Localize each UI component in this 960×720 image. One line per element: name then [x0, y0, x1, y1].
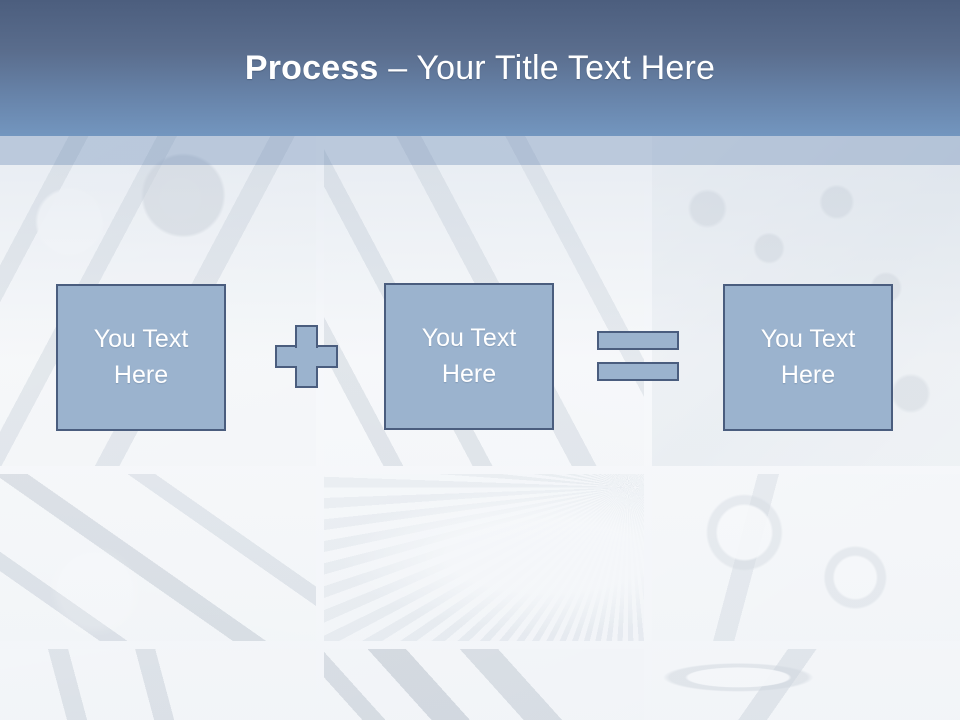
collage-divider-horizontal-lower — [0, 641, 960, 649]
process-step-1-line1: You Text — [93, 325, 189, 353]
process-step-2-line1: You Text — [421, 324, 517, 352]
collage-divider-vertical-left — [316, 136, 324, 720]
tile-photo — [0, 474, 316, 641]
equals-icon — [597, 331, 679, 381]
equals-icon-top-bar — [597, 331, 679, 350]
process-step-1-line2: Here — [113, 360, 169, 389]
plus-icon — [275, 325, 338, 388]
page-title-rest: – Your Title Text Here — [378, 48, 716, 87]
collage-divider-horizontal-upper — [0, 466, 960, 474]
collage-tile-pipe-sheet — [0, 649, 316, 720]
collage-tile-drillbit-washers — [652, 474, 960, 641]
tile-photo — [324, 474, 644, 641]
tile-photo — [652, 474, 960, 641]
page-title: Process – Your Title Text Here — [245, 49, 715, 88]
equals-icon-bottom-bar — [597, 362, 679, 381]
collage-tile-caliper-block — [324, 649, 644, 720]
tile-photo — [0, 649, 316, 720]
collage-divider-vertical-right — [644, 136, 652, 720]
tile-photo — [324, 649, 644, 720]
slide-header: Process – Your Title Text Here — [0, 0, 960, 136]
tile-photo — [652, 649, 960, 720]
page-title-bold: Process — [244, 48, 379, 87]
plus-icon-center-fill — [295, 347, 318, 366]
collage-tile-brushed-metal — [324, 474, 644, 641]
collage-tile-wrench-socket-ruler — [0, 474, 316, 641]
process-step-2-line2: Here — [441, 359, 497, 388]
process-step-3-line2: Here — [780, 360, 836, 389]
process-step-3-line1: You Text — [760, 325, 856, 353]
collage-tile-open-end-wrench — [652, 649, 960, 720]
